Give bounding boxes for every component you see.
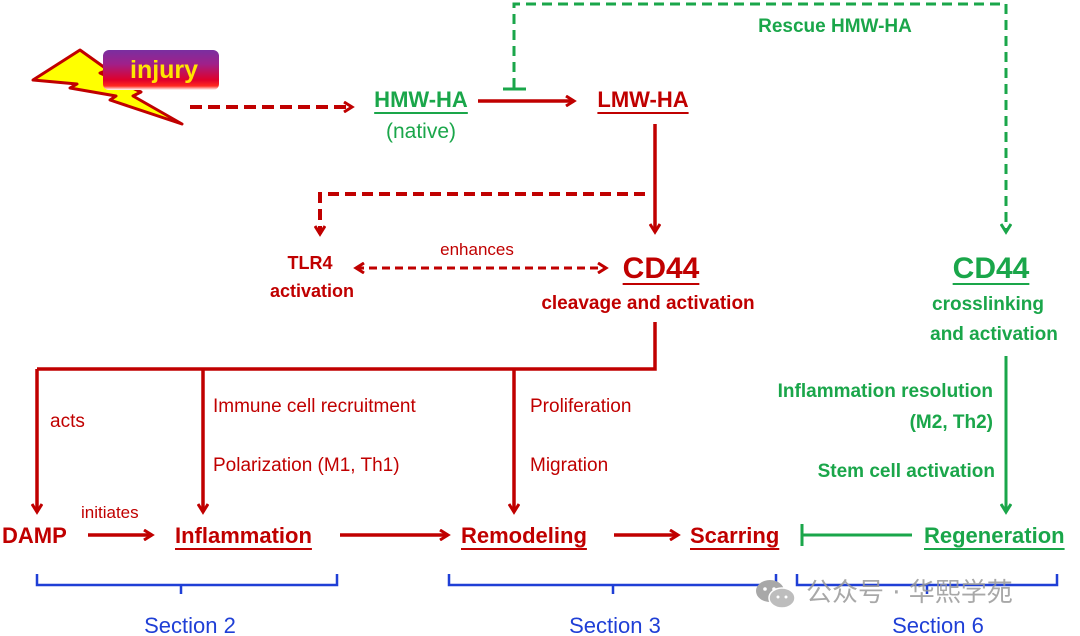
edge-rescue-loop bbox=[512, 2, 1006, 232]
label-migration: Migration bbox=[530, 455, 609, 476]
node-cd44-cleavage: CD44 bbox=[622, 252, 700, 285]
bracket-section-6 bbox=[795, 574, 1059, 594]
node-remodeling: Remodeling bbox=[461, 523, 587, 548]
node-regeneration: Regeneration bbox=[924, 523, 1065, 548]
node-inflammation: Inflammation bbox=[175, 523, 312, 548]
label-immune-recruitment: Immune cell recruitment bbox=[213, 396, 416, 417]
node-lmw-ha: LMW-HA bbox=[597, 87, 689, 112]
label-m2-th2: (M2, Th2) bbox=[909, 412, 993, 433]
injury-badge bbox=[103, 50, 219, 90]
node-tlr4-line2: activation bbox=[269, 281, 355, 301]
label-stem-cell-activation: Stem cell activation bbox=[817, 461, 995, 482]
node-cd44-crosslinking-sub1: crosslinking bbox=[932, 294, 1044, 315]
label-inflammation-resolution: Inflammation resolution bbox=[777, 381, 993, 402]
bracket-section-3 bbox=[447, 574, 778, 594]
label-acts: acts bbox=[50, 411, 85, 432]
node-tlr4-line1: TLR4 bbox=[287, 253, 333, 273]
label-enhances: enhances bbox=[440, 240, 514, 259]
injury-label: injury bbox=[130, 56, 199, 84]
edge-lmwha-tlr4 bbox=[320, 192, 645, 234]
bracket-section-2 bbox=[35, 574, 339, 594]
label-rescue-hmw-ha: Rescue HMW-HA bbox=[758, 16, 912, 37]
edge-cd44-branch bbox=[37, 322, 657, 371]
node-damp: DAMP bbox=[2, 523, 67, 548]
section-6-label: Section 6 bbox=[892, 613, 984, 636]
wechat-icon bbox=[756, 580, 796, 609]
node-cd44-crosslinking: CD44 bbox=[952, 252, 1030, 285]
watermark-text: 公众号 · 华熙学苑 bbox=[806, 578, 1013, 608]
node-scarring: Scarring bbox=[690, 523, 780, 548]
label-polarization: Polarization (M1, Th1) bbox=[213, 455, 400, 476]
node-hmw-ha-native: (native) bbox=[385, 120, 457, 143]
section-2-label: Section 2 bbox=[144, 613, 236, 636]
label-proliferation: Proliferation bbox=[530, 396, 632, 417]
section-3-label: Section 3 bbox=[569, 613, 661, 636]
node-hmw-ha: HMW-HA bbox=[374, 87, 468, 112]
node-cd44-cleavage-sub: cleavage and activation bbox=[541, 293, 755, 314]
label-initiates: initiates bbox=[81, 503, 139, 522]
node-cd44-crosslinking-sub2: and activation bbox=[930, 324, 1058, 345]
